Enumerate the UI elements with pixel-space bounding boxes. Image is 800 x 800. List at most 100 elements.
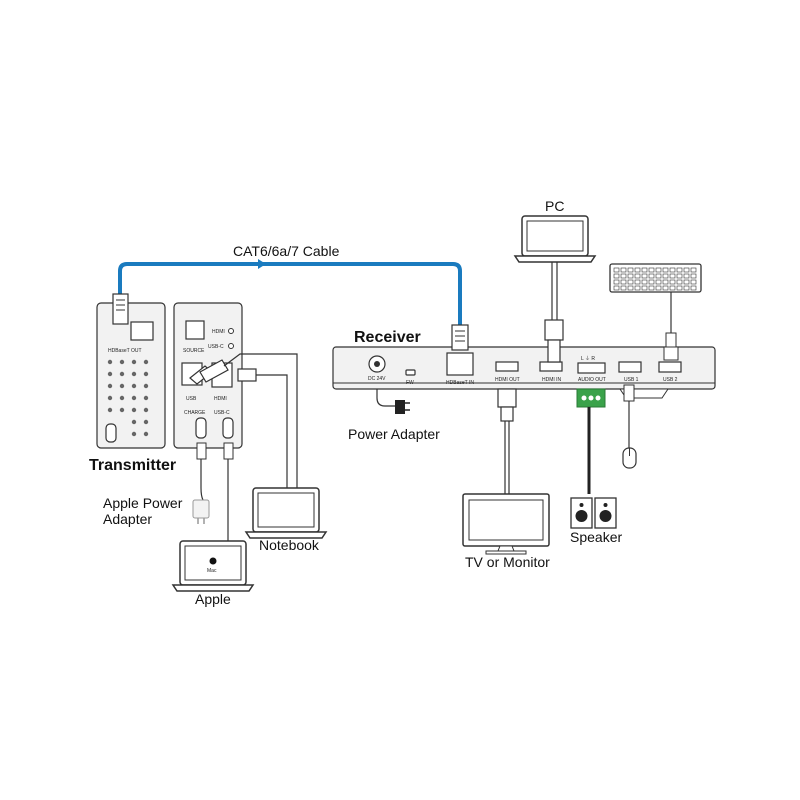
- keyboard-icon: [609, 263, 702, 293]
- charge-cable: [200, 459, 204, 501]
- keyboard-key: [683, 267, 690, 273]
- keyboard-key: [655, 273, 662, 279]
- usb-cable-to-notebook: [223, 353, 298, 488]
- keyboard-key: [634, 279, 641, 285]
- apple-mac-text: Mac: [207, 568, 217, 574]
- audio-lr-label: L ⏚ R: [581, 355, 595, 362]
- hdmi-out-label: HDMI OUT: [495, 377, 520, 383]
- keyboard-key: [669, 279, 676, 285]
- usbc-port-left: [105, 423, 117, 443]
- dc-label: DC 24V: [368, 376, 386, 382]
- hdbaset-out-label: HDBaseT OUT: [108, 348, 142, 354]
- keyboard-key: [690, 273, 697, 279]
- power-adapter-label: Power Adapter: [348, 426, 440, 442]
- keyboard-key: [648, 285, 655, 291]
- apple-laptop-icon: Mac: [171, 540, 255, 592]
- usb1-port: [618, 361, 642, 373]
- hdmi-out-port: [495, 361, 519, 372]
- fw-port: [405, 369, 416, 376]
- rj45-plug: [112, 293, 129, 325]
- keyboard-key: [641, 273, 648, 279]
- charge-label: CHARGE: [184, 410, 206, 416]
- keyboard-key: [669, 267, 676, 273]
- keyboard-key: [634, 285, 641, 291]
- usbc-led-icon: [228, 343, 234, 349]
- keyboard-key: [613, 285, 620, 291]
- keyboard-key: [648, 273, 655, 279]
- pc-icon: [513, 215, 597, 263]
- hdmi-led-icon: [228, 328, 234, 334]
- keyboard-key: [627, 267, 634, 273]
- cable-arrow-icon: [258, 259, 266, 269]
- keyboard-key: [641, 279, 648, 285]
- keyboard-key: [676, 279, 683, 285]
- hdbaset-out-port: [130, 321, 154, 341]
- fw-label: FW: [406, 380, 414, 386]
- keyboard-key: [634, 273, 641, 279]
- pc-hdmi-plug: [544, 319, 564, 341]
- keyboard-key: [669, 273, 676, 279]
- keyboard-key: [676, 285, 683, 291]
- keyboard-key: [627, 285, 634, 291]
- speaker-icon: [570, 497, 617, 529]
- receiver-body: [332, 346, 716, 390]
- receiver-label: Receiver: [354, 329, 421, 346]
- tv-monitor-icon: [462, 493, 550, 555]
- vent-grid: [107, 359, 149, 437]
- keyboard-key: [676, 267, 683, 273]
- usb2-label: USB 2: [663, 377, 678, 383]
- source-button: [185, 320, 205, 340]
- keyboard-key: [620, 285, 627, 291]
- notebook-icon: [244, 487, 328, 539]
- keyboard-key: [690, 285, 697, 291]
- keyboard-key: [641, 285, 648, 291]
- cat-cable: [118, 262, 462, 325]
- keyboard-key: [627, 279, 634, 285]
- keyboard-key: [613, 273, 620, 279]
- keyboard-key: [662, 285, 669, 291]
- power-adapter-icon: [395, 400, 405, 414]
- apple-power-adapter-label-1: Apple Power: [103, 495, 183, 511]
- keyboard-key: [655, 285, 662, 291]
- apple-power-adapter-label-2: Adapter: [103, 511, 152, 527]
- usbc-label: USB-C: [214, 410, 230, 416]
- tv-label: TV or Monitor: [465, 554, 550, 570]
- receiver: DC 24V FW HDBaseT IN HDMI OUT HDMI IN L …: [332, 346, 716, 399]
- keyboard-key: [620, 267, 627, 273]
- keyboard-key: [669, 285, 676, 291]
- hdmi-in-label: HDMI IN: [542, 377, 562, 383]
- usbc-led-label: USB-C: [208, 344, 224, 350]
- transmitter-label: Transmitter: [89, 457, 176, 474]
- usb2-port: [658, 361, 682, 373]
- keyboard-key: [690, 267, 697, 273]
- apple-power-adapter-icon: [192, 499, 210, 524]
- receiver-rj45-plug: [451, 324, 469, 351]
- audio-terminal-icon: [576, 388, 606, 408]
- hdmi-led-label: HDMI: [212, 329, 225, 335]
- keyboard-key: [648, 267, 655, 273]
- charge-port: [195, 417, 207, 439]
- keyboard-key: [683, 279, 690, 285]
- apple-label: Apple: [195, 591, 231, 607]
- hdbaset-in-port: [446, 352, 474, 376]
- keyboard-key: [676, 273, 683, 279]
- source-label: SOURCE: [183, 348, 205, 354]
- usbc-port: [222, 417, 234, 439]
- keyboard-key: [634, 267, 641, 273]
- keyboard-key: [655, 279, 662, 285]
- keyboard-key: [683, 273, 690, 279]
- keyboard-key: [641, 267, 648, 273]
- keyboard-key: [683, 285, 690, 291]
- cable-label: CAT6/6a/7 Cable: [233, 243, 340, 259]
- keyboard-key: [613, 267, 620, 273]
- keyboard-key: [648, 279, 655, 285]
- speaker-label: Speaker: [570, 529, 622, 545]
- audio-out-label: AUDIO OUT: [578, 377, 606, 383]
- keyboard-key: [662, 279, 669, 285]
- keyboard-key: [655, 267, 662, 273]
- keyboard-key: [613, 279, 620, 285]
- usb-label: USB: [186, 396, 197, 402]
- keyboard-key: [690, 279, 697, 285]
- dc-cable: [376, 389, 395, 407]
